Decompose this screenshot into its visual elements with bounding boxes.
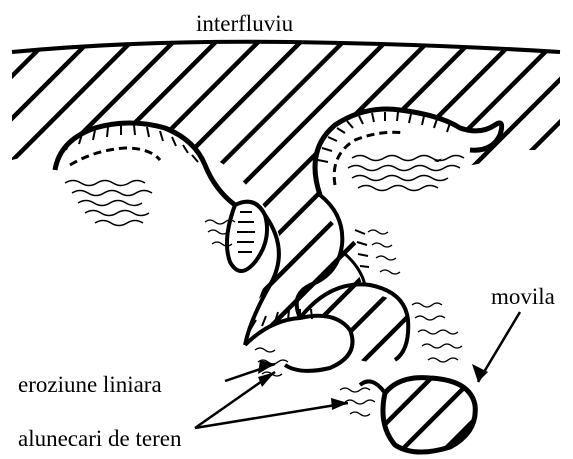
alunecari-arrow-2 xyxy=(195,403,348,428)
label-interfluviu: interfluviu xyxy=(196,12,293,35)
left-wavy-lines xyxy=(65,181,152,226)
label-alunecari-de-teren: alunecari de teren xyxy=(18,427,181,450)
label-movila: movila xyxy=(491,285,555,308)
label-eroziune-liniara: eroziune liniara xyxy=(18,373,162,396)
